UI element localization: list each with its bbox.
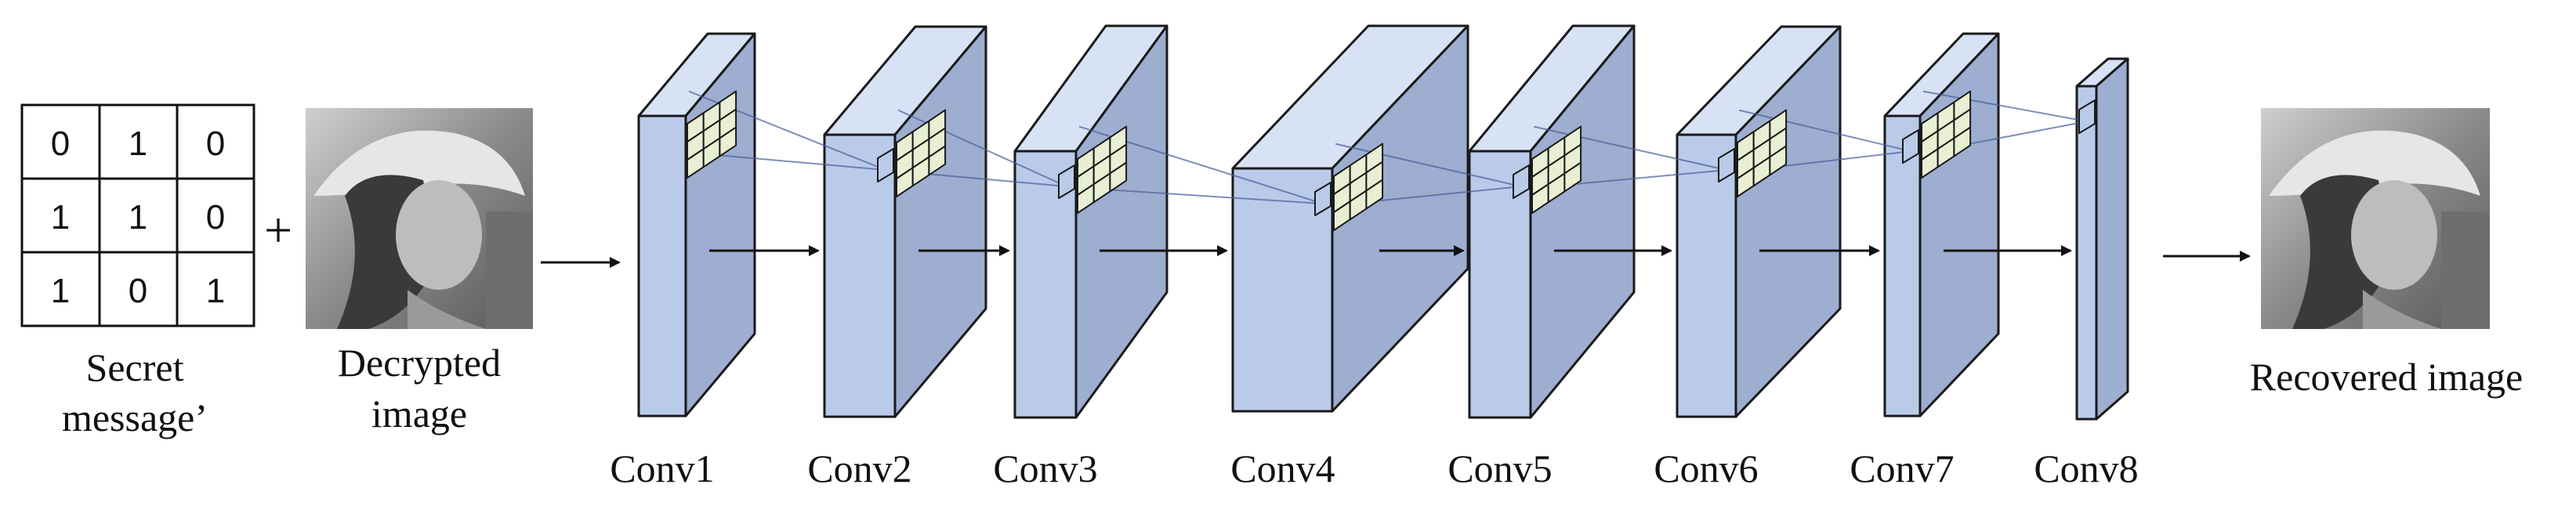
plus-sign: + — [264, 202, 292, 258]
recovered-image — [2261, 108, 2490, 329]
block-side-face — [1734, 25, 1842, 418]
decrypted-image-caption-line1: Decrypted — [338, 341, 501, 385]
block-side-face — [2095, 57, 2129, 421]
layer-label: Conv5 — [1447, 446, 1552, 490]
target-cell — [1314, 182, 1331, 216]
layer-label: Conv2 — [807, 446, 911, 490]
kernel-cell — [1109, 161, 1128, 193]
layer-label: Conv4 — [1230, 446, 1335, 490]
block-front-face — [637, 114, 687, 418]
kernel-cell — [1769, 145, 1788, 176]
block-side-face — [1074, 24, 1168, 419]
grid-cell: 0 — [129, 272, 147, 310]
kernel-grid — [896, 109, 947, 197]
kernel-cell — [1563, 161, 1582, 193]
conv-layer-block — [1883, 32, 2000, 418]
grid-cell: 0 — [206, 198, 225, 237]
grid-cell: 1 — [51, 198, 70, 237]
connection-line — [1922, 90, 2088, 122]
target-cell — [1058, 164, 1075, 199]
conv-layer-block — [1468, 24, 1636, 419]
secret-message-grid: 0 1 0 1 1 0 1 0 1 — [20, 103, 255, 327]
grid-cell: 1 — [129, 198, 147, 237]
kernel-grid — [1737, 109, 1788, 197]
kernels — [687, 90, 2096, 231]
target-cell — [1902, 129, 1919, 164]
conv-layer-block — [1231, 24, 1469, 413]
secret-message-caption-line1: Secret — [86, 345, 184, 389]
secret-message-caption-line2: message’ — [62, 396, 208, 439]
block-side-face — [1529, 24, 1636, 419]
target-cell — [2078, 99, 2096, 134]
layer-label: Conv1 — [610, 446, 714, 490]
kernel-grid — [687, 90, 737, 179]
grid-cell: 1 — [51, 272, 70, 310]
kernel-cell — [719, 126, 737, 157]
layer-label: Conv8 — [2034, 446, 2138, 490]
decrypted-image-caption-line2: image — [371, 392, 467, 436]
block-front-face — [2075, 85, 2098, 421]
conv-layer-block — [823, 25, 987, 418]
kernel-cell — [1365, 179, 1384, 210]
conv-layer-block — [1013, 24, 1168, 419]
kernel-grid — [1333, 143, 1384, 231]
target-cell — [877, 148, 894, 183]
kernel-cell — [928, 145, 947, 176]
block-side-face — [1331, 24, 1469, 413]
decrypted-image — [306, 108, 533, 329]
connection-line — [1533, 125, 1727, 171]
conv-layer-block — [637, 32, 756, 418]
layer-labels: Conv1 Conv2 Conv3 Conv4 Conv5 Conv6 Conv7 Conv8 — [610, 446, 2138, 490]
grid-cell: 0 — [206, 125, 225, 163]
kernel-grid — [1921, 90, 1972, 179]
target-cell — [1513, 164, 1530, 199]
layer-label: Conv6 — [1654, 446, 1758, 490]
connection-line — [1079, 186, 1324, 204]
recovered-image-caption: Recovered image — [2250, 355, 2523, 399]
kernel-grid — [1077, 125, 1128, 214]
grid-cell: 1 — [129, 125, 147, 163]
grid-cell: 1 — [206, 272, 225, 310]
connection-line — [1335, 143, 1522, 187]
kernel-grid — [1531, 125, 1582, 214]
grid-cell: 0 — [51, 125, 70, 163]
conv-layers — [637, 24, 2129, 421]
kernel-cell — [1953, 126, 1972, 157]
connection-line — [1738, 109, 1911, 152]
block-side-face — [893, 25, 987, 418]
layer-label: Conv7 — [1850, 446, 1954, 490]
conv-layer-block — [2075, 57, 2129, 421]
target-cell — [1718, 148, 1735, 183]
layer-label: Conv3 — [993, 446, 1097, 490]
conv-layer-block — [1676, 25, 1842, 418]
